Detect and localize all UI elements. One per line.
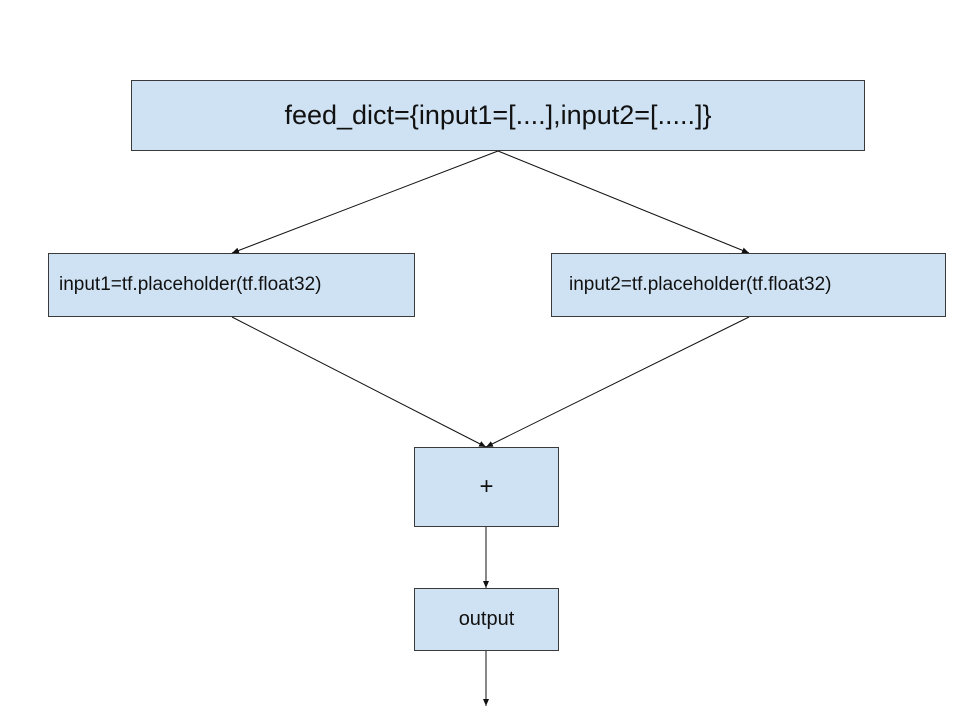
input2-placeholder-node: input2=tf.placeholder(tf.float32) bbox=[551, 253, 946, 317]
edge-feed-to-input2 bbox=[497, 150, 750, 254]
output-node: output bbox=[414, 588, 559, 651]
input1-label: input1=tf.placeholder(tf.float32) bbox=[59, 274, 322, 295]
edge-input2-to-add bbox=[485, 316, 750, 448]
feed-dict-label: feed_dict={input1=[....],input2=[.....]} bbox=[284, 100, 712, 130]
input2-label: input2=tf.placeholder(tf.float32) bbox=[569, 274, 832, 295]
add-op-label: + bbox=[479, 473, 494, 500]
edge-feed-to-input1 bbox=[231, 150, 499, 254]
edge-input1-to-add bbox=[231, 316, 487, 448]
feed-dict-node: feed_dict={input1=[....],input2=[.....]} bbox=[131, 80, 865, 151]
input1-placeholder-node: input1=tf.placeholder(tf.float32) bbox=[48, 253, 415, 317]
add-op-node: + bbox=[414, 447, 559, 527]
output-label: output bbox=[458, 608, 515, 630]
